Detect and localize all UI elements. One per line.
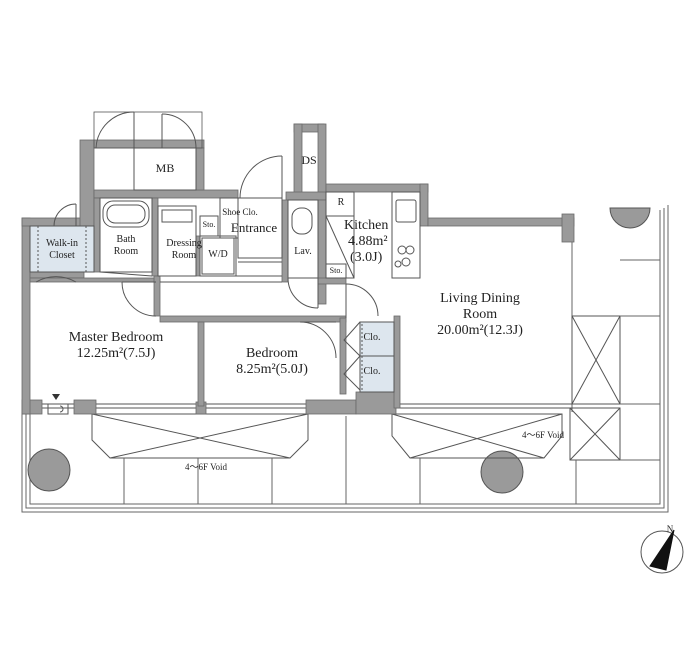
walkin-label-line1: Walk-in (46, 238, 78, 249)
dressing-room (157, 205, 237, 277)
room-label-master: Master Bedroom 12.25m²(7.5J) (40, 330, 192, 362)
void-side (569, 315, 621, 461)
walkin-label-line2: Closet (49, 249, 75, 261)
master-area: 12.25m²(7.5J) (76, 346, 156, 362)
room-label-kitchen: Kitchen 4.88m² (3.0J) (336, 218, 406, 266)
balcony-column-mid (480, 450, 524, 494)
bedroom-name: Bedroom (245, 346, 299, 361)
room-label-living: Living Dining Room 20.00m²(12.3J) (410, 291, 550, 339)
kitchen-name: Kitchen (344, 218, 389, 233)
room-label-walkin: Walk-in Closet (32, 238, 92, 261)
room-label-clo2: Clo. (363, 366, 381, 377)
room-label-bath: Bath Room (100, 234, 152, 257)
compass-north-label: N (666, 524, 674, 534)
balcony (21, 205, 669, 513)
room-label-entrance: Entrance (230, 220, 278, 235)
room-label-bedroom: Bedroom 8.25m²(5.0J) (214, 346, 330, 378)
room-label-dressing: Dressing Room (156, 238, 212, 261)
living-area: 20.00m²(12.3J) (437, 323, 523, 339)
meter (47, 403, 69, 415)
room-label-clo1: Clo. (363, 332, 381, 343)
room-label-sto1: Sto. (202, 220, 216, 229)
void-label-left: 4～6F Void (185, 462, 227, 472)
living-label-line1: Living Dining (440, 291, 520, 306)
kitchen-area: 4.88m² (348, 234, 388, 250)
room-label-ds: DS (301, 153, 317, 167)
room-label-shoe-clo: Shoe Clo. (222, 207, 258, 217)
bath-room (99, 197, 153, 277)
kitchen-j: (3.0J) (350, 250, 383, 266)
kitchen (325, 191, 421, 318)
bedroom-closets (343, 321, 395, 393)
room-label-lav: Lav. (294, 246, 312, 257)
room-label-sto2: Sto. (329, 266, 343, 275)
dressing-label-line1: Dressing (166, 238, 202, 249)
bath-label-line2: Room (113, 245, 139, 257)
void-right (391, 413, 563, 459)
walls (21, 123, 575, 415)
bath-label-line1: Bath (116, 234, 136, 245)
mb-room (93, 111, 203, 191)
bedroom-area: 8.25m²(5.0J) (236, 362, 308, 378)
entrance-area (219, 155, 283, 263)
lavatory (287, 199, 319, 309)
compass (640, 529, 684, 574)
balcony-column-left (27, 448, 71, 492)
master-name: Master Bedroom (68, 330, 164, 345)
living-label-line2: Room (462, 307, 498, 323)
walk-in-closet-area (29, 225, 95, 273)
corridor (160, 275, 282, 283)
room-label-refrigerator: R (337, 197, 345, 208)
void-left (91, 413, 309, 459)
marker-triangle (52, 394, 60, 400)
room-label-wd: W/D (208, 249, 228, 260)
room-label-mb: MB (155, 161, 175, 175)
bedroom-doors (35, 203, 337, 359)
balcony-column-top (609, 207, 651, 229)
window-strip (22, 403, 572, 409)
balcony-rails (123, 259, 660, 504)
void-label-right: 4～6F Void (522, 430, 564, 440)
dressing-label-line2: Room (171, 249, 197, 261)
